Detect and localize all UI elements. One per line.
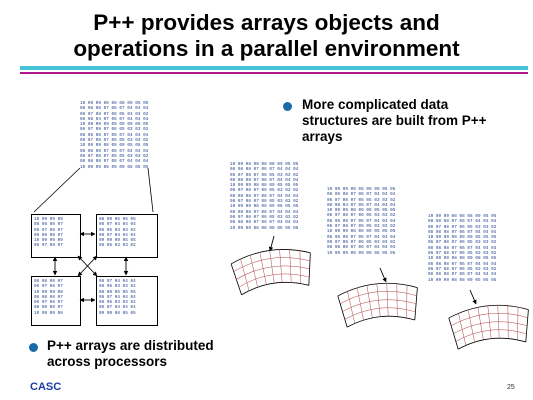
processor-grid-bottom-right: 06 07 04 04 04 06 05 03 03 02 08 09 05 0… [99,279,136,316]
communication-arrows [52,231,129,303]
bullet-top-right-line-3: arrays [302,129,343,144]
slide-title-line-1: P++ provides arrays objects and [93,10,440,35]
mesh-arrow-c [469,289,477,305]
bullet-text-top-right: More complicated data structures are bui… [302,97,524,145]
processor-grid-top-left: 10 09 09 08 08 08 08 07 06 07 08 07 08 0… [34,217,63,249]
page-number: 25 [507,384,515,391]
mesh-arrow-b [379,267,387,283]
bullet-dot-bottom-left [29,343,38,352]
bullet-top-right-line-1: More complicated data [302,97,449,112]
structure-grid-b: 10 09 09 08 08 09 09 05 05 08 08 08 07 0… [327,187,396,256]
processor-grid-bottom-left: 08 08 08 07 06 07 08 07 10 09 09 08 08 0… [34,279,63,316]
bullet-dot-top-right [283,102,292,111]
processor-grid-top-right: 08 09 05 05 05 06 07 04 04 04 06 05 03 0… [99,217,136,249]
curved-mesh-b [337,282,418,328]
curved-mesh-a [230,249,311,296]
mesh-arrow-a [268,235,275,252]
processor-box-top-right: 08 09 05 05 05 06 07 04 04 04 06 05 03 0… [96,214,158,258]
distribution-line-left [33,167,81,213]
bullet-bottom-left-line-2: across processors [47,354,168,369]
bullet-top-right-line-2: structures are built from P++ [302,113,487,128]
processor-box-bottom-left: 08 08 08 07 06 07 08 07 10 09 09 08 08 0… [31,276,81,326]
arrow-diagonal-2 [77,255,98,277]
slide-title-line-2: operations in a parallel environment [73,36,460,61]
bullet-bottom-left-line-1: P++ arrays are distributed [47,338,214,353]
title-rule-cyan [20,66,528,70]
distribution-line-right [147,167,154,213]
main-array-grid: 10 09 09 08 08 08 09 05 05 08 08 08 07 0… [80,101,149,170]
structure-grid-c: 10 09 09 08 08 08 09 05 05 08 08 08 07 0… [428,214,497,283]
title-rule-magenta [20,72,528,74]
structure-grid-a: 10 09 08 08 08 08 09 05 05 08 08 08 07 0… [230,162,299,231]
slide-title: P++ provides arrays objects and operatio… [0,10,533,62]
casc-logo: CASC [30,381,62,393]
bullet-text-bottom-left: P++ arrays are distributed across proces… [47,338,277,370]
processor-box-bottom-right: 06 07 04 04 04 06 05 03 03 02 08 09 05 0… [96,276,158,326]
curved-mesh-c [448,304,529,350]
